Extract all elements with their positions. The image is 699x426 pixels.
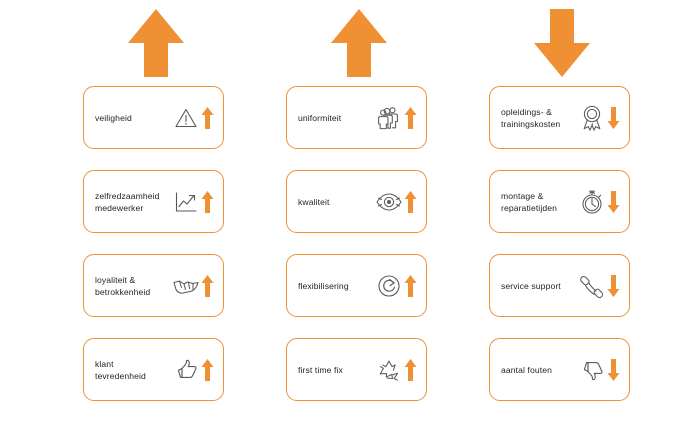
arrow-up-icon xyxy=(201,106,214,130)
arrow-up-icon xyxy=(404,274,417,298)
arrow-up-icon xyxy=(201,274,214,298)
kpi-card-icons xyxy=(173,357,214,383)
kpi-card-label: loyaliteit & betrokkenheid xyxy=(95,274,151,297)
stopwatch-icon xyxy=(579,189,605,215)
kpi-card[interactable]: zelfredzaamheid medewerker xyxy=(83,170,224,233)
arrow-up-icon xyxy=(201,358,214,382)
kpi-card[interactable]: aantal fouten xyxy=(489,338,630,401)
kpi-column-1: veiligheid zelfredzaamheid medewerker lo… xyxy=(83,0,228,422)
kpi-card-label: opleidings- & trainingskosten xyxy=(501,106,561,129)
arrow-up-icon xyxy=(201,190,214,214)
kpi-card-label: zelfredzaamheid medewerker xyxy=(95,190,160,213)
kpi-card-icons xyxy=(173,105,214,131)
recycle-arrows-icon xyxy=(376,357,402,383)
kpi-card-icons xyxy=(579,189,620,215)
arrow-up-icon xyxy=(404,106,417,130)
kpi-card-label: montage & reparatietijden xyxy=(501,190,557,213)
kpi-card[interactable]: montage & reparatietijden xyxy=(489,170,630,233)
kpi-card-icons xyxy=(173,273,214,299)
kpi-card-icons xyxy=(376,189,417,215)
kpi-card-label: service support xyxy=(501,280,561,291)
warning-triangle-icon xyxy=(173,105,199,131)
kpi-card-icons xyxy=(173,189,214,215)
award-ribbon-icon xyxy=(579,105,605,131)
kpi-card-icons xyxy=(376,273,417,299)
kpi-card[interactable]: uniformiteit xyxy=(286,86,427,149)
thumbs-up-icon xyxy=(173,357,199,383)
arrow-down-icon xyxy=(607,274,620,298)
kpi-card[interactable]: loyaliteit & betrokkenheid xyxy=(83,254,224,317)
kpi-card-icons xyxy=(376,105,417,131)
arrow-down-icon xyxy=(607,106,620,130)
kpi-card-icons xyxy=(579,273,620,299)
kpi-card[interactable]: veiligheid xyxy=(83,86,224,149)
big-arrow-up-icon xyxy=(83,0,228,86)
thumbs-down-icon xyxy=(579,357,605,383)
handshake-icon xyxy=(173,273,199,299)
kpi-card-label: uniformiteit xyxy=(298,112,342,123)
people-group-icon xyxy=(376,105,402,131)
kpi-card-icons xyxy=(579,357,620,383)
line-chart-icon xyxy=(173,189,199,215)
refresh-circle-icon xyxy=(376,273,402,299)
arrow-up-icon xyxy=(404,358,417,382)
kpi-card[interactable]: flexibilisering xyxy=(286,254,427,317)
arrow-up-icon xyxy=(404,190,417,214)
kpi-column-2: uniformiteit kwaliteit flexibilisering f… xyxy=(286,0,431,422)
phone-handset-icon xyxy=(579,273,605,299)
kpi-card-label: flexibilisering xyxy=(298,280,349,291)
big-arrow-down-icon xyxy=(489,0,634,86)
kpi-card[interactable]: service support xyxy=(489,254,630,317)
kpi-card-label: klant tevredenheid xyxy=(95,358,146,381)
eye-icon xyxy=(376,189,402,215)
kpi-card-label: aantal fouten xyxy=(501,364,552,375)
kpi-column-3: opleidings- & trainingskosten montage & … xyxy=(489,0,634,422)
kpi-card[interactable]: kwaliteit xyxy=(286,170,427,233)
arrow-down-icon xyxy=(607,190,620,214)
kpi-card-label: veiligheid xyxy=(95,112,132,123)
kpi-card[interactable]: klant tevredenheid xyxy=(83,338,224,401)
kpi-card-label: kwaliteit xyxy=(298,196,330,207)
kpi-card[interactable]: opleidings- & trainingskosten xyxy=(489,86,630,149)
kpi-card[interactable]: first time fix xyxy=(286,338,427,401)
arrow-down-icon xyxy=(607,358,620,382)
kpi-card-label: first time fix xyxy=(298,364,343,375)
kpi-card-icons xyxy=(376,357,417,383)
big-arrow-up-icon xyxy=(286,0,431,86)
kpi-card-icons xyxy=(579,105,620,131)
